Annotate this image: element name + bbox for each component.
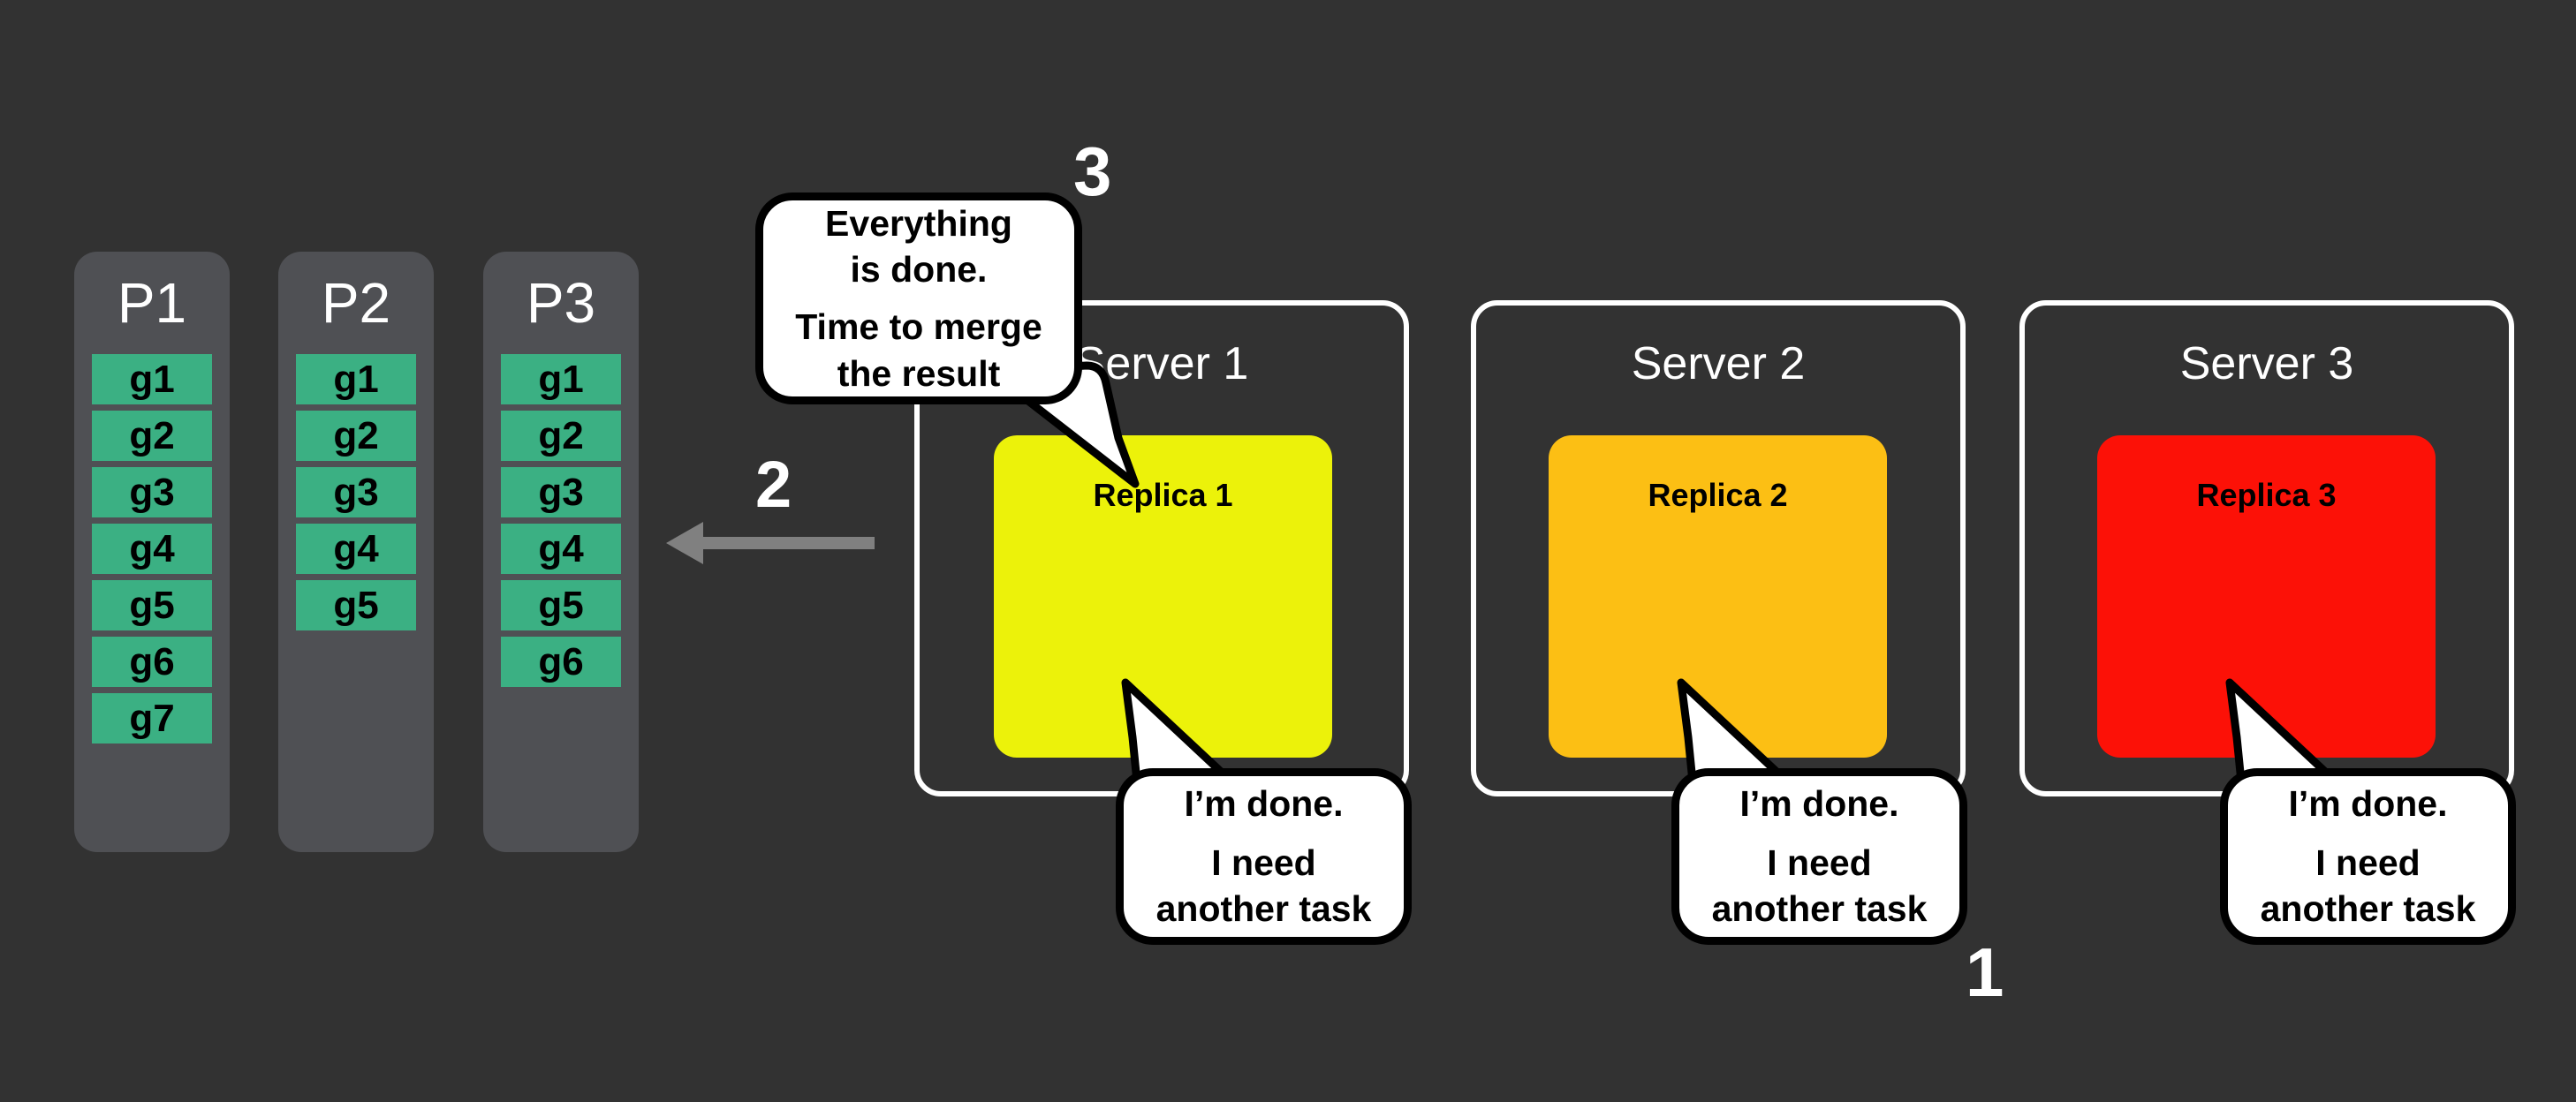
chip: g7 (92, 693, 212, 743)
server-2-speech-bubble: I’m done. I need another task (1671, 768, 1967, 945)
chip: g4 (92, 524, 212, 574)
partition-p3: P3 g1 g2 g3 g4 g5 g6 (483, 252, 639, 852)
bubble-line: Time to merge (795, 306, 1042, 348)
chip: g5 (92, 580, 212, 630)
server-title: Server 3 (2179, 338, 2354, 389)
chip: g5 (296, 580, 416, 630)
arrow-left-icon (666, 522, 875, 564)
replica-2: Replica 2 (1549, 435, 1887, 758)
arrow-step-label: 2 (755, 448, 792, 521)
server-3-speech-bubble: I’m done. I need another task (2220, 768, 2516, 945)
chip: g2 (296, 411, 416, 461)
chip: g6 (501, 637, 621, 687)
chip: g3 (501, 467, 621, 517)
chip: g4 (501, 524, 621, 574)
chip: g1 (501, 354, 621, 404)
bubble-line: another task (2260, 888, 2476, 930)
chip: g2 (501, 411, 621, 461)
chip-stack: g1 g2 g3 g4 g5 g6 (501, 354, 621, 687)
step-number-three: 3 (1073, 132, 1112, 210)
chip: g4 (296, 524, 416, 574)
bubble-line: I need (1211, 842, 1316, 883)
merge-speech-bubble: Everything is done. Time to merge the re… (755, 192, 1082, 404)
chip: g3 (92, 467, 212, 517)
bubble-line: I’m done. (1739, 783, 1899, 825)
partition-p2: P2 g1 g2 g3 g4 g5 (278, 252, 434, 852)
server-title: Server 2 (1631, 338, 1806, 389)
bubble-line: another task (1155, 888, 1372, 930)
bubble-line: Everything (825, 203, 1012, 244)
bubble-line: is done. (850, 249, 988, 291)
replica-label: Replica 1 (1093, 477, 1233, 513)
bubble-line: I need (2315, 842, 2421, 883)
bubble-line: the result (837, 352, 1001, 394)
chip: g5 (501, 580, 621, 630)
step-number-one: 1 (1966, 933, 2004, 1011)
bubble-line: I’m done. (2288, 783, 2448, 825)
partition-title: P2 (321, 271, 391, 335)
server-1-speech-bubble: I’m done. I need another task (1116, 768, 1412, 945)
replica-label: Replica 3 (2196, 477, 2337, 513)
replica-1: Replica 1 (994, 435, 1332, 758)
chip-stack: g1 g2 g3 g4 g5 g6 g7 (92, 354, 212, 743)
bubble-line: I need (1767, 842, 1872, 883)
replica-3: Replica 3 (2097, 435, 2436, 758)
chip: g6 (92, 637, 212, 687)
partition-title: P3 (526, 271, 596, 335)
chip: g1 (92, 354, 212, 404)
chip: g3 (296, 467, 416, 517)
bubble-line: another task (1711, 888, 1928, 930)
chip: g1 (296, 354, 416, 404)
replica-label: Replica 2 (1648, 477, 1788, 513)
merge-arrow (663, 517, 875, 570)
partition-title: P1 (117, 271, 187, 335)
partition-p1: P1 g1 g2 g3 g4 g5 g6 g7 (74, 252, 230, 852)
chip-stack: g1 g2 g3 g4 g5 (296, 354, 416, 630)
chip: g2 (92, 411, 212, 461)
bubble-line: I’m done. (1184, 783, 1344, 825)
